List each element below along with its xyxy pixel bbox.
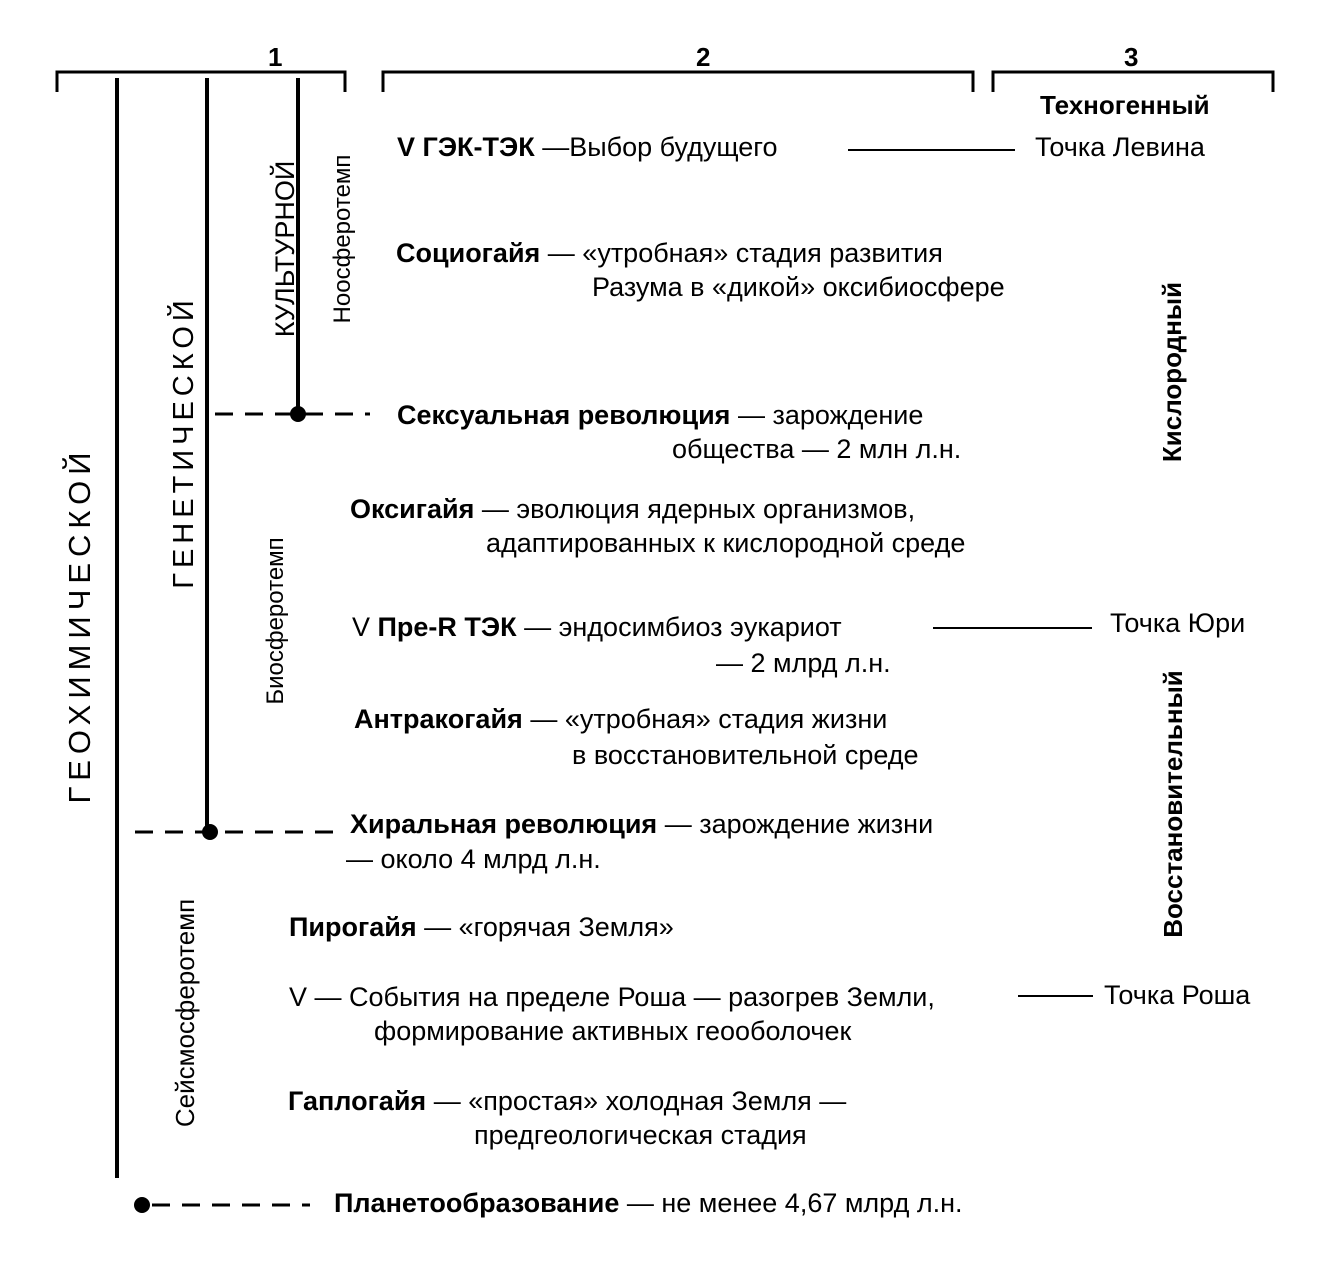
levin-point: Точка Левина: [1035, 132, 1205, 162]
sexual-revolution-desc: — зарождение: [730, 400, 924, 430]
bracket-2-number: 2: [696, 42, 711, 72]
chiral-revolution-desc: — зарождение жизни: [657, 809, 934, 839]
roche-events-entry: V — События на пределе Роша — разогрев З…: [289, 982, 935, 1012]
gek-tek-desc: —Выбор будущего: [534, 132, 778, 162]
uri-point: Точка Юри: [1110, 608, 1246, 638]
pyrogaia-entry: Пирогайя — «горячая Земля»: [289, 914, 674, 941]
planet-formation-dot: [134, 1197, 150, 1213]
bracket-1-number: 1: [268, 42, 283, 72]
sociogaia-desc: — «утробная» стадия развития: [540, 238, 943, 268]
pyrogaia-title: Пирогайя: [289, 912, 417, 942]
oxigaia-title: Оксигайя: [350, 494, 475, 524]
anthracogaia-entry: Антракогайя — «утробная» стадия жизни: [354, 706, 887, 733]
planet-formation-entry: Планетообразование — не менее 4,67 млрд …: [334, 1190, 963, 1217]
chiral-revolution-dot: [202, 824, 218, 840]
chiral-revolution-entry: Хиральная революция — зарождение жизни: [350, 811, 933, 838]
anthracogaia-line2: в восстановительной среде: [572, 740, 919, 770]
gek-tek-title: V ГЭК-ТЭК: [397, 132, 535, 162]
geochemical-label: ГЕОХИМИЧЕСКОЙ: [62, 446, 97, 804]
planet-formation-title: Планетообразование: [334, 1188, 620, 1218]
anthracogaia-title: Антракогайя: [354, 704, 523, 734]
cultural-label: КУЛЬТУРНОЙ: [270, 160, 300, 338]
sexual-revolution-entry: Сексуальная революция — зарождение: [397, 402, 923, 429]
oxigaia-line2: адаптированных к кислородной среде: [486, 528, 966, 558]
pre-r-tek-line2: — 2 млрд л.н.: [716, 648, 891, 678]
anthracogaia-desc: — «утробная» стадия жизни: [522, 704, 888, 734]
sexual-revolution-line2: общества — 2 млн л.н.: [672, 434, 962, 464]
sociogaia-title: Социогайя: [396, 238, 541, 268]
pre-r-tek-desc: — эндосимбиоз эукариот: [516, 612, 842, 642]
oxygen-label: Кислородный: [1157, 281, 1187, 463]
reducing-label: Восстановительный: [1158, 670, 1188, 938]
bracket-3-number: 3: [1124, 42, 1139, 72]
sexual-revolution-title: Сексуальная революция: [397, 400, 731, 430]
bracket-3: [991, 70, 1275, 92]
haplogaia-line2: предгеологическая стадия: [474, 1120, 807, 1150]
pre-r-tek-entry: V Пре-R ТЭК — эндосимбиоз эукариот: [352, 614, 842, 641]
roche-events-line2: формирование активных геооболочек: [374, 1016, 852, 1046]
bracket-1: [55, 70, 347, 92]
pyrogaia-desc: — «горячая Земля»: [416, 912, 674, 942]
gek-tek-entry: V ГЭК-ТЭК —Выбор будущего: [397, 134, 778, 161]
seismosphere-tempo-label: Сейсмосферотемп: [170, 898, 200, 1128]
noosphere-tempo-label: Ноосферотемп: [329, 154, 356, 324]
genetic-label: ГЕНЕТИЧЕСКОЙ: [168, 295, 200, 589]
haplogaia-title: Гаплогайя: [288, 1086, 427, 1116]
biosphere-tempo-label: Биосферотемп: [262, 537, 289, 705]
haplogaia-entry: Гаплогайя — «простая» холодная Земля —: [288, 1088, 846, 1115]
bracket-2: [381, 70, 975, 92]
pre-r-tek-prefix: V: [352, 612, 378, 642]
oxigaia-desc: — эволюция ядерных организмов,: [474, 494, 916, 524]
chiral-revolution-line2: — около 4 млрд л.н.: [346, 844, 601, 874]
planet-formation-desc: — не менее 4,67 млрд л.н.: [619, 1188, 963, 1218]
sociogaia-line2: Разума в «дикой» оксибиосфере: [592, 272, 1005, 302]
roche-point: Точка Роша: [1104, 980, 1251, 1010]
pre-r-tek-title: Пре-R ТЭК: [377, 612, 517, 642]
haplogaia-desc: — «простая» холодная Земля —: [426, 1086, 847, 1116]
sexual-revolution-dot: [290, 406, 306, 422]
technogenic-label: Техногенный: [1040, 90, 1210, 120]
sociogaia-entry: Социогайя — «утробная» стадия развития: [396, 240, 943, 267]
chiral-revolution-title: Хиральная революция: [350, 809, 658, 839]
oxigaia-entry: Оксигайя — эволюция ядерных организмов,: [350, 496, 915, 523]
